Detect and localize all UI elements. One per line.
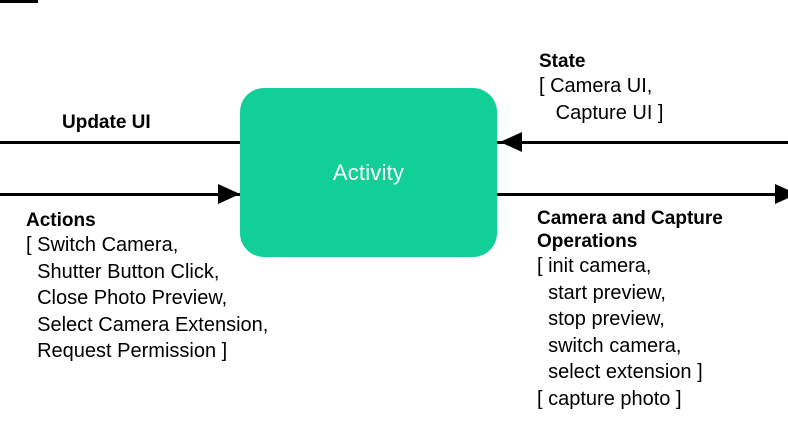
camera-ops-block: Camera and Capture Operations [ init cam… (537, 207, 723, 412)
actions-line-left (0, 193, 240, 196)
camera-ops-item: start preview, (537, 281, 666, 304)
activity-node[interactable]: Activity (240, 88, 497, 257)
actions-item: [ Switch Camera, (26, 234, 179, 256)
camera-ops-item: select extension ] (537, 361, 703, 383)
camera-ops-heading-line1: Camera and Capture (537, 208, 723, 229)
top-left-rule (0, 0, 38, 3)
actions-arrowhead-icon (218, 184, 240, 204)
actions-heading: Actions (26, 210, 96, 231)
actions-item: Request Permission ] (26, 340, 228, 362)
update-ui-line-left (0, 141, 240, 144)
state-block: State [ Camera UI, Capture UI ] (539, 50, 664, 126)
camera-ops-arrowhead-icon (775, 184, 788, 204)
camera-ops-line-right (497, 193, 788, 196)
camera-ops-item: [ init camera, (537, 255, 652, 277)
activity-node-label: Activity (332, 159, 405, 185)
actions-block: Actions [ Switch Camera, Shutter Button … (26, 209, 268, 365)
camera-ops-item: stop preview, (537, 308, 665, 330)
update-ui-label: Update UI (62, 112, 151, 133)
actions-item: Shutter Button Click, (26, 260, 220, 283)
actions-item: Close Photo Preview, (26, 287, 228, 309)
camera-ops-heading-line2: Operations (537, 231, 638, 252)
state-line-right (497, 141, 788, 144)
camera-ops-extra: [ capture photo ] (537, 387, 682, 410)
state-item: [ Camera UI, (539, 75, 653, 97)
actions-item: Select Camera Extension, (26, 313, 269, 336)
camera-ops-item: switch camera, (537, 334, 682, 357)
state-item: Capture UI ] (539, 101, 664, 124)
state-arrowhead-icon (500, 132, 522, 152)
state-heading: State (539, 51, 586, 72)
